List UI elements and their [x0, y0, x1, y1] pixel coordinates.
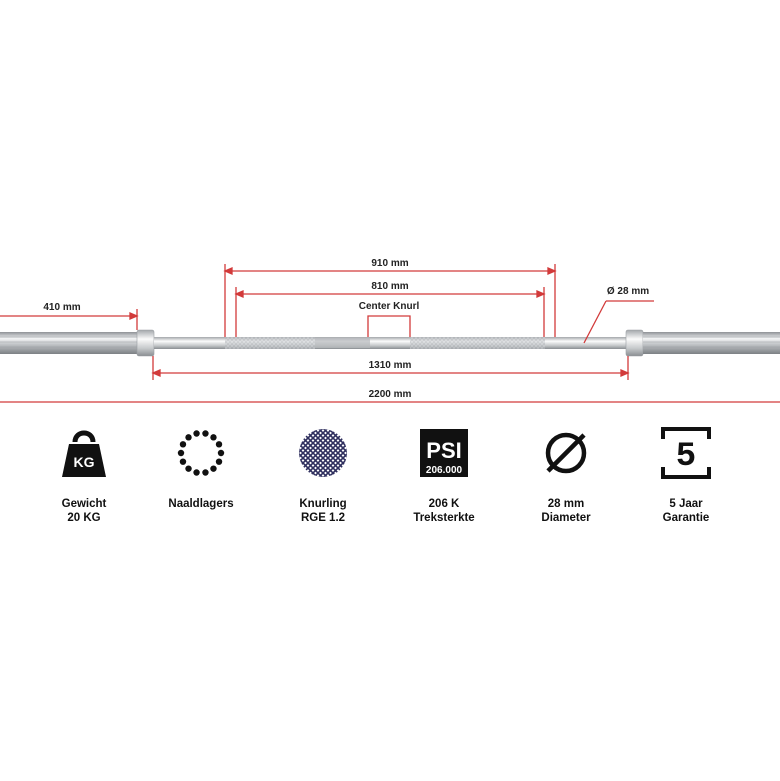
kettlebell-weight-icon: KG — [29, 425, 139, 481]
right-sleeve-grooves — [643, 336, 780, 348]
overall-length-label: 2200 mm — [369, 389, 412, 400]
bearing-dot — [202, 430, 209, 437]
dimension-lines — [0, 264, 780, 403]
left-sleeve-grooves — [0, 336, 138, 348]
feature-warranty-line2: Garantie — [662, 512, 710, 524]
feature-knurling-line2: RGE 1.2 — [300, 512, 346, 524]
grip-inner-label: 810 mm — [371, 281, 408, 292]
feature-tensile-line1: 206 K — [428, 498, 460, 510]
feature-warranty: 5 5 Jaar Garantie — [631, 425, 741, 525]
needle-bearing-icon — [146, 425, 256, 481]
feature-diameter-line2: Diameter — [541, 512, 591, 524]
bearing-dot — [185, 434, 192, 441]
center-knurl-bracket — [367, 315, 411, 337]
bearing-dot — [179, 458, 187, 465]
feature-tensile-line2: Treksterkte — [413, 512, 475, 524]
feature-diameter: 28 mm Diameter — [511, 425, 621, 525]
bearing-dot — [210, 434, 217, 441]
bearing-dot — [177, 449, 185, 457]
bearing-dot — [215, 458, 223, 465]
left-collar — [136, 329, 155, 357]
warranty-5-icon: 5 — [631, 425, 741, 481]
bearing-dot — [193, 430, 200, 437]
diameter-label: Ø 28 mm — [607, 286, 649, 297]
feature-knurling-line1: Knurling — [299, 498, 347, 510]
left-knurl — [225, 337, 315, 349]
sleeve-length-label: 410 mm — [43, 302, 80, 313]
right-knurl — [410, 337, 545, 349]
shaft-length-label: 1310 mm — [369, 360, 412, 371]
feature-diameter-line1: 28 mm — [547, 498, 585, 510]
barbell — [0, 329, 780, 357]
bearing-dot — [185, 465, 192, 472]
psi-icon-text: PSI — [426, 438, 461, 463]
bearing-dot — [202, 469, 209, 476]
feature-bearings-line1: Naaldlagers — [168, 498, 234, 510]
feature-weight-line1: Gewicht — [61, 498, 107, 510]
right-sleeve — [643, 332, 780, 354]
bearing-dot — [179, 441, 187, 448]
bearing-dot — [217, 449, 225, 457]
center-knurl-label: Center Knurl — [359, 301, 420, 312]
feature-knurling: Knurling RGE 1.2 — [268, 425, 378, 525]
diameter-leader — [583, 300, 607, 344]
bearing-dot — [210, 465, 217, 472]
left-sleeve — [0, 332, 138, 354]
knurling-pattern-icon — [268, 425, 378, 481]
feature-weight: KG Gewicht 20 KG — [29, 425, 139, 525]
feature-weight-line2: 20 KG — [67, 512, 101, 524]
diameter-icon — [511, 425, 621, 481]
grip-outer-label: 910 mm — [371, 258, 408, 269]
feature-bearings: Naaldlagers — [146, 425, 256, 511]
psi-badge-icon: PSI 206.000 — [389, 425, 499, 481]
bearing-dot — [193, 469, 200, 476]
right-collar — [625, 329, 644, 357]
feature-tensile: PSI 206.000 206 K Treksterkte — [389, 425, 499, 525]
psi-icon-subtext: 206.000 — [426, 465, 463, 476]
bearing-dot — [215, 441, 223, 448]
feature-warranty-line1: 5 Jaar — [669, 498, 703, 510]
kg-icon-text: KG — [74, 454, 95, 470]
warranty-icon-text: 5 — [676, 438, 696, 476]
center-knurl-section — [315, 338, 370, 348]
